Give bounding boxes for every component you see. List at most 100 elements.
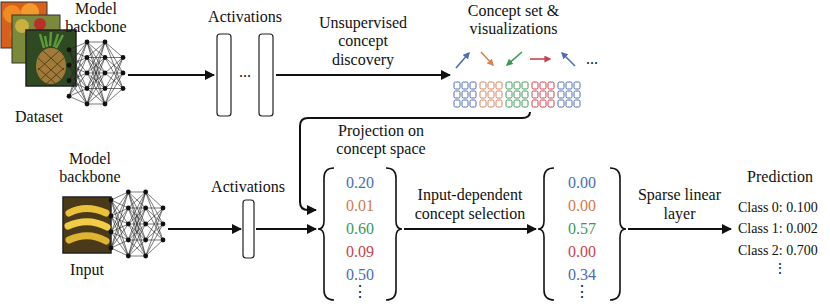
network-link (111, 208, 128, 248)
network-link (111, 200, 128, 256)
vector-brace (386, 168, 402, 300)
network-unit (103, 40, 108, 45)
visualization-patch (480, 91, 486, 98)
activation-bar (217, 34, 231, 116)
network-link (105, 89, 123, 105)
network-link (87, 58, 105, 105)
network-unit (126, 190, 131, 195)
visualization-patch (488, 100, 494, 107)
visualization-patch (548, 100, 554, 107)
visualization-patch (462, 100, 468, 107)
visualization-patch (522, 100, 528, 107)
network-link (146, 208, 163, 240)
visualization-patch (488, 91, 494, 98)
ellipsis: ⋮ (318, 283, 402, 301)
network-link (128, 224, 145, 256)
flow-arrow (256, 228, 316, 230)
visualization-patch (496, 100, 502, 107)
network-unit (126, 222, 131, 227)
network-unit (85, 55, 90, 60)
visualization-patch (540, 100, 546, 107)
selected-concept-vector: 0.000.000.570.000.34⋮ (538, 166, 626, 302)
pineapple-texture (38, 50, 64, 84)
network-unit (109, 246, 114, 251)
network-link (146, 208, 163, 256)
visualization-patch (488, 82, 494, 89)
concept-value: 0.09 (318, 243, 402, 261)
visualization-patch (514, 82, 520, 89)
network-link (105, 57, 123, 58)
visualization-patch (506, 82, 512, 89)
network-unit (103, 55, 108, 60)
image-caption: Dataset (0, 108, 79, 126)
network-link (87, 42, 105, 104)
network-unit (121, 71, 126, 76)
network-unit (143, 238, 148, 243)
vector-brace (538, 168, 554, 300)
network-unit (161, 222, 166, 227)
prediction-panel: PredictionClass 0: 0.100Class 1: 0.002Cl… (733, 166, 827, 286)
panel-heading: Prediction (733, 168, 827, 186)
visualization-patch (496, 91, 502, 98)
network-link (87, 104, 105, 105)
input-image: Input (63, 197, 111, 253)
network-link (111, 224, 128, 248)
network-link (111, 240, 128, 248)
network-unit (109, 198, 114, 203)
visualization-patch (480, 100, 486, 107)
ellipsis: ⋮ (733, 261, 827, 277)
class-score: Class 0: 0.100 (738, 200, 824, 216)
visualization-patch (522, 82, 528, 89)
network-link (128, 192, 145, 224)
network-unit (109, 214, 114, 219)
visualization-patch (470, 82, 476, 89)
network-link (87, 42, 105, 104)
network-link (105, 58, 123, 105)
network-unit (161, 206, 166, 211)
visualization-patch (514, 100, 520, 107)
network-link (69, 42, 87, 81)
network-unit (143, 206, 148, 211)
ellipsis: ... (216, 63, 274, 81)
network-link (128, 240, 145, 256)
visualization-patch (558, 82, 564, 89)
dataset-photos (1, 2, 76, 86)
banana (69, 209, 106, 214)
activation-bars: Activations... (216, 33, 274, 117)
visualization-patch (574, 91, 580, 98)
concept-value: 0.00 (538, 197, 626, 215)
network-link (111, 192, 128, 248)
network-link (69, 58, 87, 97)
ellipsis: ... (580, 50, 604, 68)
network-unit (143, 254, 148, 259)
network-link (87, 42, 105, 73)
activation-bar (243, 200, 254, 258)
image-caption: Input (53, 261, 121, 279)
network-unit (126, 206, 131, 211)
network-link (146, 208, 163, 240)
visualization-patch (470, 100, 476, 107)
network-link (69, 89, 87, 97)
network-unit (67, 78, 72, 83)
concept-value: 0.20 (318, 174, 402, 192)
network-link (87, 89, 105, 105)
network-link (69, 73, 87, 96)
block-label: Activations (200, 8, 290, 26)
network-link (128, 192, 145, 193)
block-label: Model backbone (54, 0, 138, 37)
network-link (87, 73, 105, 104)
block-label: Model backbone (48, 150, 132, 187)
network-unit (85, 71, 90, 76)
concept-value: 0.50 (318, 266, 402, 284)
photo-bananas (63, 197, 111, 253)
network-drawings (67, 40, 166, 259)
network-link (105, 58, 123, 89)
class-score: Class 2: 0.700 (738, 243, 824, 259)
visualization-patch (462, 82, 468, 89)
network-link (111, 248, 128, 256)
flow-arrow (404, 228, 536, 230)
concept-value: 0.01 (318, 197, 402, 215)
edge-label: Sparse linear layer (636, 186, 724, 223)
visualization-patch (454, 91, 460, 98)
